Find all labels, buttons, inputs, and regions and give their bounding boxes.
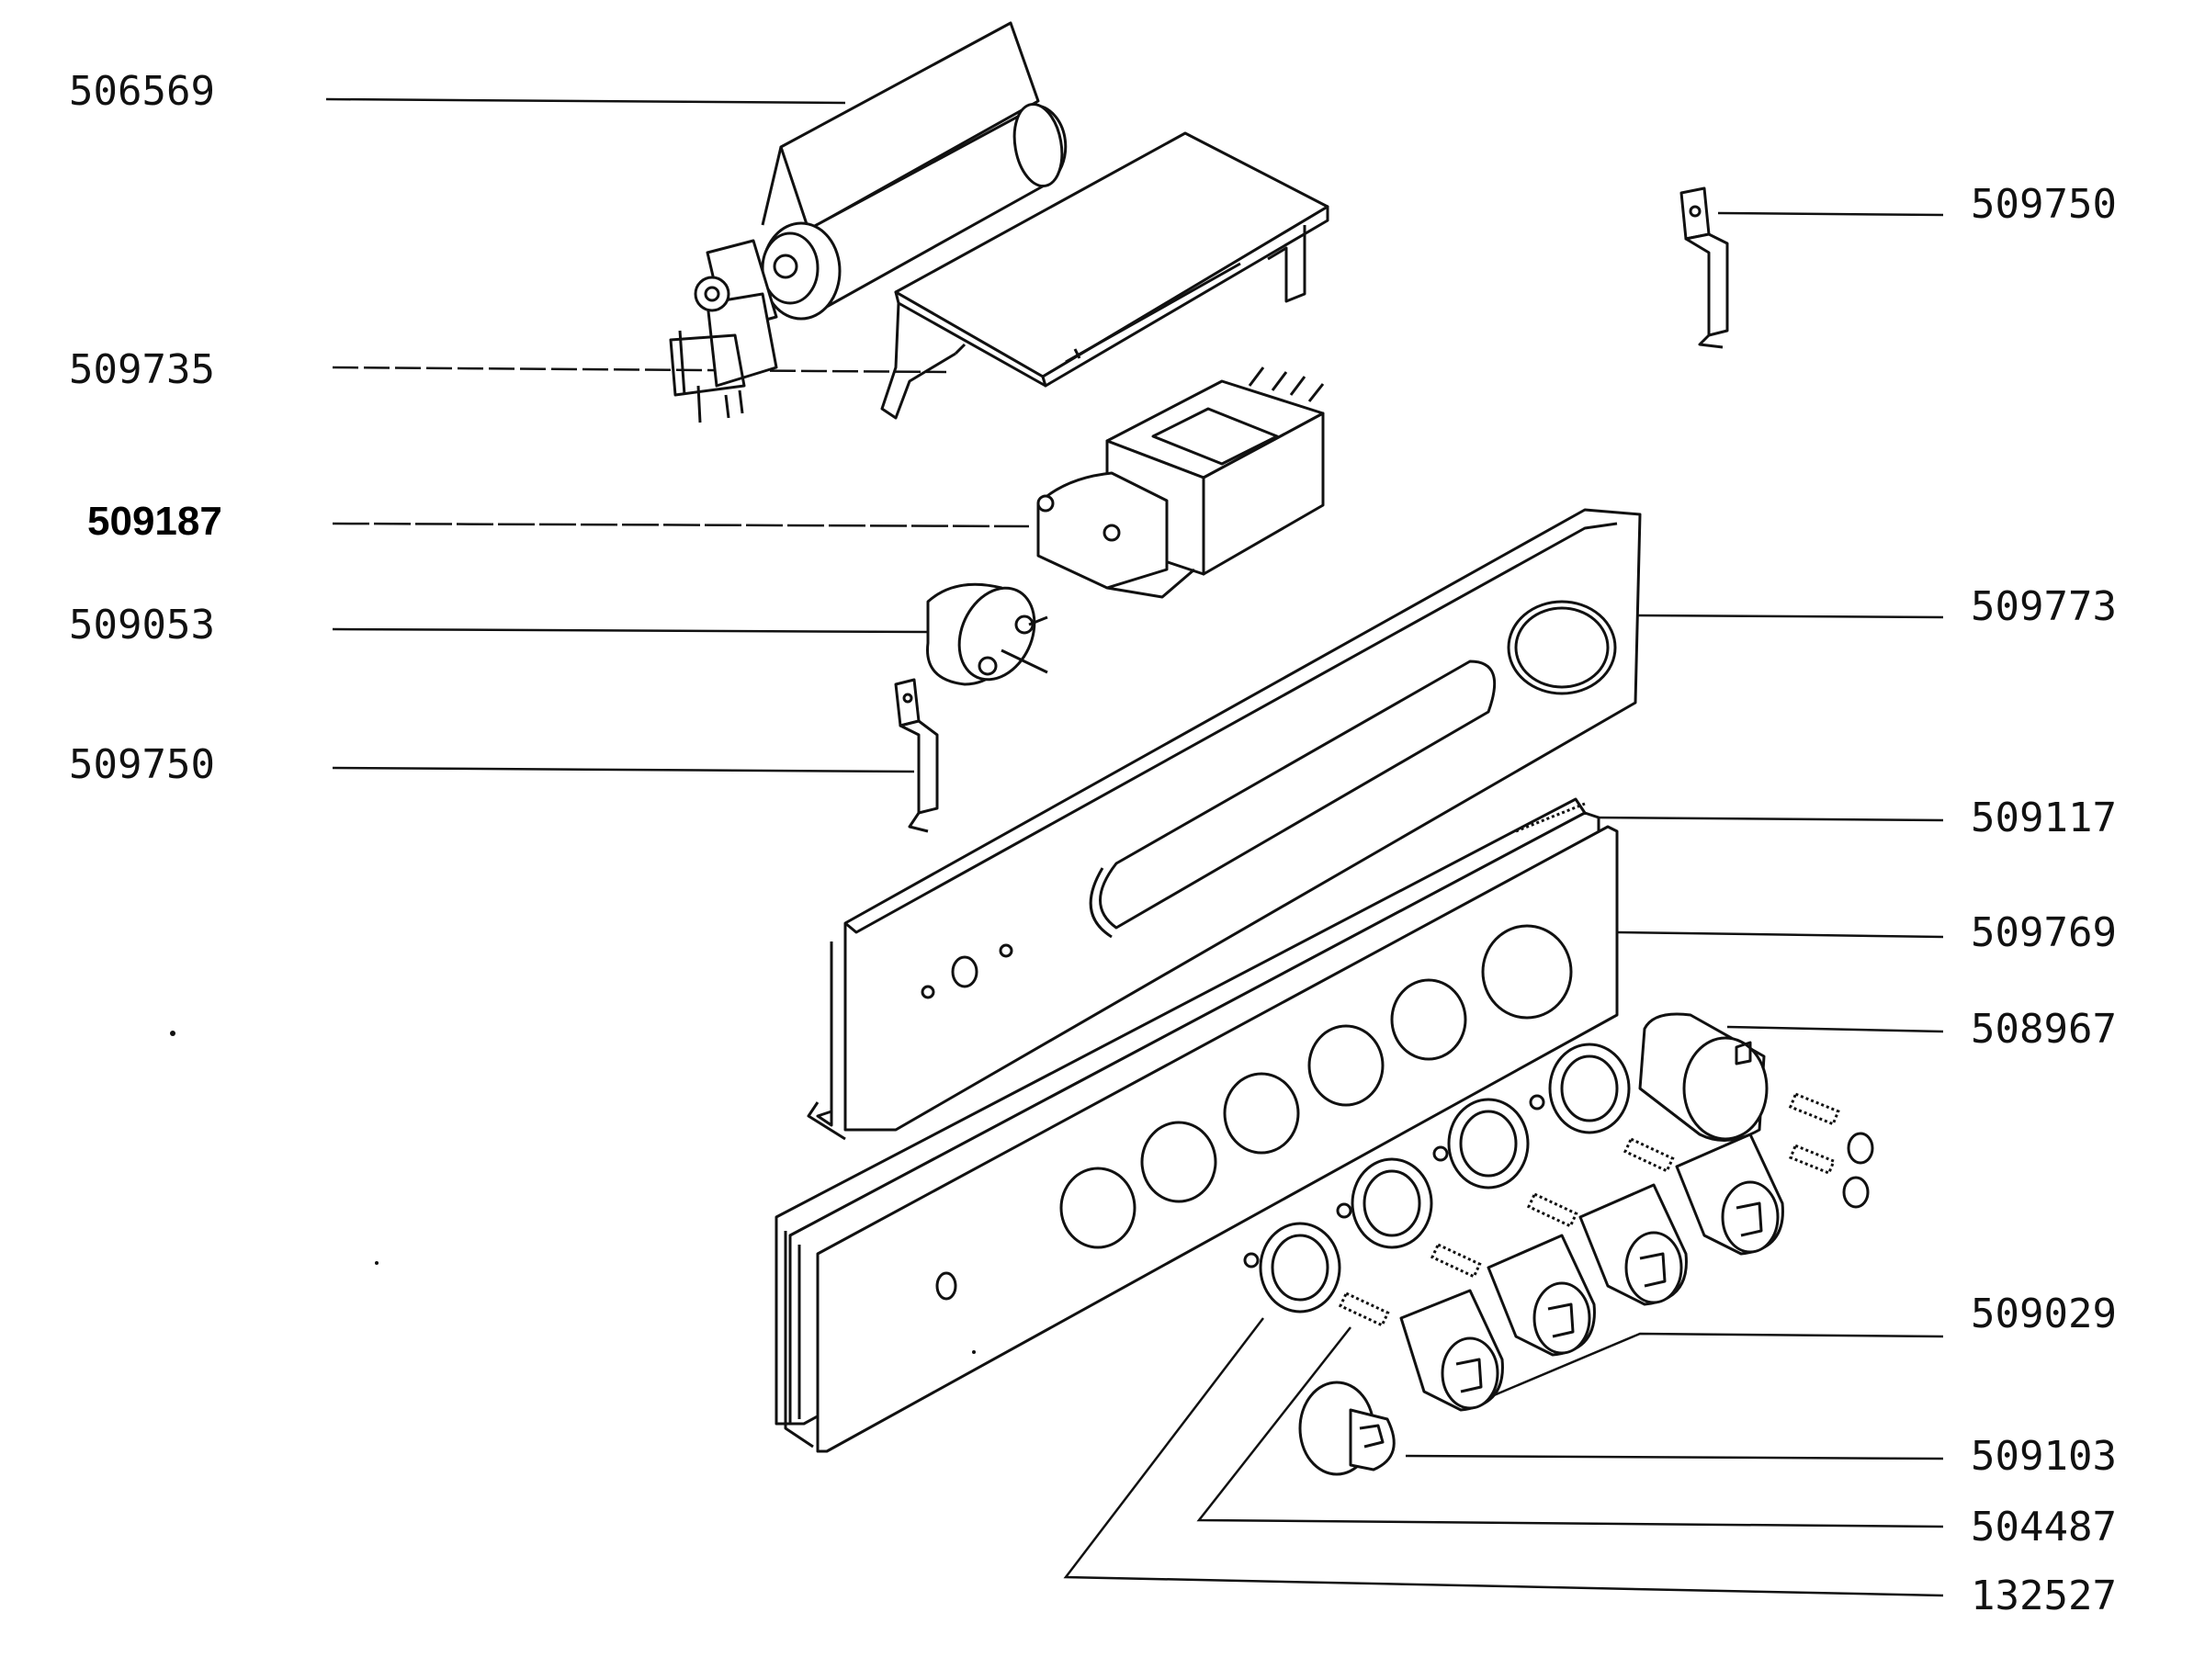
label-509750-right: 509750 [1971,181,2117,228]
label-509029: 509029 [1971,1291,2117,1337]
thermostat-knob [1638,1012,1769,1142]
leader-lines [325,97,1944,1597]
leader-509750-right [1717,211,1944,217]
knob-2 [1487,1234,1596,1357]
clip-left [894,678,939,833]
label-509750-left: 509750 [69,741,215,788]
label-509103: 509103 [1971,1433,2117,1480]
springs [1338,1137,1675,1327]
label-509117: 509117 [1971,795,2117,841]
label-132527: 132527 [1971,1573,2117,1619]
clip-right [1679,186,1729,349]
leader-509117 [1589,816,1944,822]
leader-509029 [1469,1332,1944,1407]
leader-509053 [332,627,929,634]
label-509053: 509053 [69,602,215,648]
cover-bracket [880,131,1329,420]
lower-panel [775,797,1619,1453]
speck [375,1261,379,1265]
transformer [1036,366,1325,599]
small-knob [1298,1381,1396,1476]
knob-3 [1578,1183,1688,1306]
knob-1 [1399,1289,1504,1412]
speck [972,1350,976,1354]
label-509773: 509773 [1971,583,2117,630]
leader-509187 [332,522,1030,528]
leader-509103 [1405,1454,1944,1460]
heater-tube-assembly [669,21,1068,423]
label-509769: 509769 [1971,909,2117,956]
leader-509735 [332,366,947,374]
leader-504487 [1196,1326,1944,1528]
lower-panel-holes [935,924,1573,1301]
leader-132527 [1063,1317,1944,1597]
screws [1788,1092,1874,1209]
leader-509773 [1634,614,1944,619]
label-506569: 506569 [69,68,215,115]
knob-rings [1243,1043,1631,1314]
leader-509750-left [332,766,915,773]
buzzer [926,582,1048,686]
leader-509769 [1616,930,1944,939]
knob-4 [1675,1133,1784,1256]
control-knobs [1399,1133,1784,1412]
speck [170,1031,175,1036]
label-509735: 509735 [69,346,215,393]
leader-506569 [325,97,846,105]
upper-panel [807,508,1642,1141]
leader-508967 [1726,1025,1944,1033]
label-509187: 509187 [87,499,222,544]
label-504487: 504487 [1971,1504,2117,1550]
label-508967: 508967 [1971,1006,2117,1053]
